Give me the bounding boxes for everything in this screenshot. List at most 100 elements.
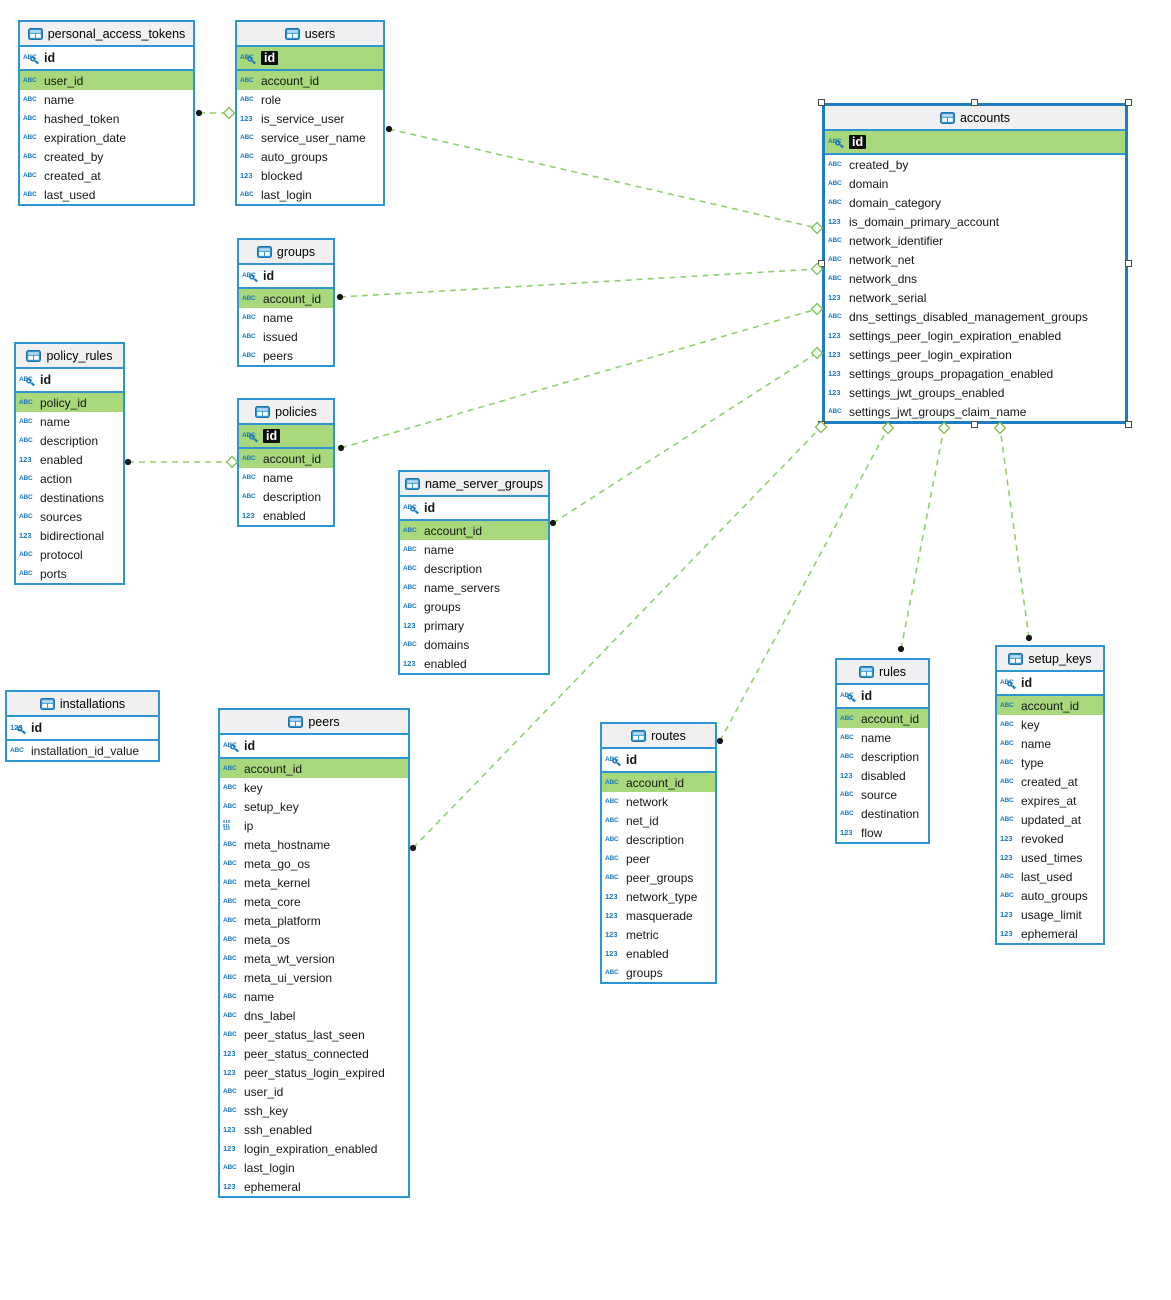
table-header-policy_rules[interactable]: policy_rules xyxy=(16,344,123,369)
relation-groups-accounts[interactable] xyxy=(336,262,824,301)
table-header-installations[interactable]: installations xyxy=(7,692,158,717)
table-header-setup_keys[interactable]: setup_keys xyxy=(997,647,1103,672)
relation-line[interactable] xyxy=(388,128,818,229)
relation-line[interactable] xyxy=(552,352,818,524)
selection-handle-w[interactable] xyxy=(818,259,825,267)
selection-handle-sw[interactable] xyxy=(818,421,825,428)
relation-line[interactable] xyxy=(339,268,818,298)
table-header-peers[interactable]: peers xyxy=(220,710,408,735)
table-header-groups[interactable]: groups xyxy=(239,240,333,265)
table-header-accounts[interactable]: accounts xyxy=(825,106,1125,131)
relation-users-accounts[interactable] xyxy=(385,125,824,235)
relation-line[interactable] xyxy=(340,308,818,449)
relation-line[interactable] xyxy=(900,427,945,650)
selection-handle-ne[interactable] xyxy=(1125,99,1132,106)
selection-handle-s[interactable] xyxy=(971,421,978,428)
table-header-name_server_groups[interactable]: name_server_groups xyxy=(400,472,548,497)
